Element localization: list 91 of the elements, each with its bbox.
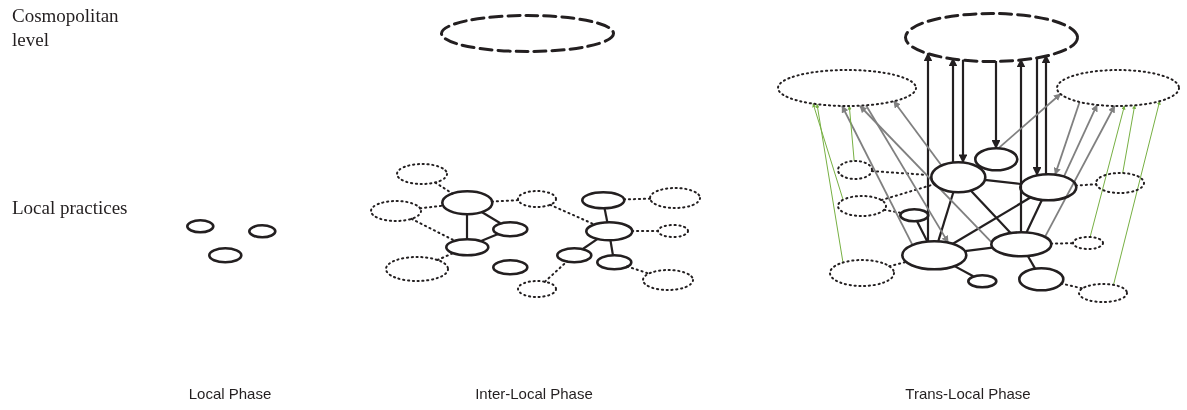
solid-ellipse bbox=[580, 190, 626, 210]
connector-line bbox=[436, 252, 455, 261]
connector-line bbox=[1025, 199, 1043, 233]
connector-line bbox=[1026, 255, 1036, 269]
connector-line bbox=[543, 260, 568, 283]
solid-ellipse bbox=[440, 190, 494, 216]
arrow bbox=[812, 103, 844, 201]
solid-ellipse bbox=[900, 239, 968, 271]
solid-ellipse bbox=[185, 218, 215, 234]
connector-line bbox=[915, 220, 929, 242]
arrow bbox=[1016, 58, 1026, 232]
solid-ellipse bbox=[989, 230, 1053, 258]
solid-ellipse bbox=[555, 246, 593, 264]
arrow bbox=[948, 57, 958, 163]
solid-ellipse bbox=[898, 207, 930, 223]
solid-ellipse bbox=[973, 146, 1019, 172]
connector-line bbox=[952, 196, 1032, 245]
arrow bbox=[923, 52, 933, 242]
solid-ellipse bbox=[1018, 172, 1078, 202]
dotted-ellipse bbox=[642, 269, 694, 291]
arrow bbox=[958, 59, 968, 164]
solid-ellipse bbox=[247, 223, 277, 239]
connector-line bbox=[953, 264, 974, 278]
phase-label: Inter-Local Phase bbox=[474, 385, 594, 402]
connector-line bbox=[481, 211, 501, 225]
connector-line bbox=[964, 246, 993, 253]
dotted-ellipse bbox=[829, 259, 895, 287]
connector-line bbox=[419, 204, 444, 210]
dotted-ellipse bbox=[385, 256, 449, 282]
connector-line bbox=[549, 203, 595, 226]
connector-line bbox=[465, 214, 469, 239]
dotted-ellipse bbox=[777, 69, 917, 107]
arrow bbox=[859, 105, 993, 243]
solid-ellipse bbox=[929, 160, 987, 194]
dashed-ellipse bbox=[903, 11, 1079, 63]
solid-ellipse bbox=[966, 273, 998, 289]
arrow bbox=[1032, 57, 1042, 176]
arrow bbox=[1089, 105, 1126, 238]
level-label: Cosmopolitan level bbox=[12, 4, 120, 52]
arrow bbox=[865, 104, 949, 244]
connector-line bbox=[582, 237, 599, 250]
connector-line bbox=[888, 260, 908, 268]
arrow bbox=[1044, 105, 1116, 238]
dotted-ellipse bbox=[837, 160, 873, 180]
connector-line bbox=[937, 191, 955, 242]
arrow bbox=[1063, 104, 1098, 178]
dotted-ellipse bbox=[517, 190, 557, 208]
connector-line bbox=[480, 233, 499, 243]
dotted-ellipse bbox=[1056, 69, 1180, 107]
connector-line bbox=[883, 208, 902, 214]
solid-ellipse bbox=[491, 220, 529, 238]
connector-line bbox=[984, 178, 1021, 186]
connector-line bbox=[622, 197, 652, 201]
connector-line bbox=[603, 207, 609, 223]
phase-label: Local Phase bbox=[187, 385, 273, 402]
connector-line bbox=[969, 189, 1012, 234]
connector-line bbox=[1050, 242, 1074, 245]
dotted-ellipse bbox=[657, 224, 689, 238]
solid-ellipse bbox=[207, 246, 243, 264]
dotted-ellipse bbox=[370, 200, 422, 222]
arrow bbox=[1122, 104, 1137, 174]
connector-line bbox=[1060, 282, 1084, 290]
connector-line bbox=[434, 181, 454, 195]
dotted-ellipse bbox=[517, 280, 557, 298]
dotted-ellipse bbox=[1072, 236, 1104, 250]
solid-ellipse bbox=[491, 258, 529, 276]
arrow bbox=[991, 61, 1001, 149]
connector-line bbox=[609, 239, 614, 256]
connector-line bbox=[410, 217, 456, 242]
arrow bbox=[892, 100, 943, 167]
level-label: Local practices bbox=[12, 196, 129, 220]
arrow bbox=[1113, 100, 1161, 286]
dotted-ellipse bbox=[1095, 172, 1145, 194]
solid-ellipse bbox=[595, 253, 633, 271]
arrow bbox=[1053, 101, 1081, 176]
solid-ellipse bbox=[584, 220, 634, 242]
dotted-ellipse bbox=[649, 187, 701, 209]
dotted-ellipse bbox=[1078, 283, 1128, 303]
solid-ellipse bbox=[444, 237, 490, 257]
dashed-ellipse bbox=[439, 13, 615, 53]
solid-ellipse bbox=[1017, 266, 1065, 292]
dotted-ellipse bbox=[396, 163, 448, 185]
arrow bbox=[815, 103, 844, 264]
arrow bbox=[1041, 54, 1051, 174]
arrow bbox=[841, 105, 914, 246]
dotted-ellipse bbox=[837, 195, 887, 217]
connector-line bbox=[631, 230, 659, 232]
phase-label: Trans-Local Phase bbox=[904, 385, 1032, 402]
connector-line bbox=[490, 199, 520, 203]
arrow bbox=[997, 93, 1062, 149]
arrow bbox=[847, 105, 855, 162]
